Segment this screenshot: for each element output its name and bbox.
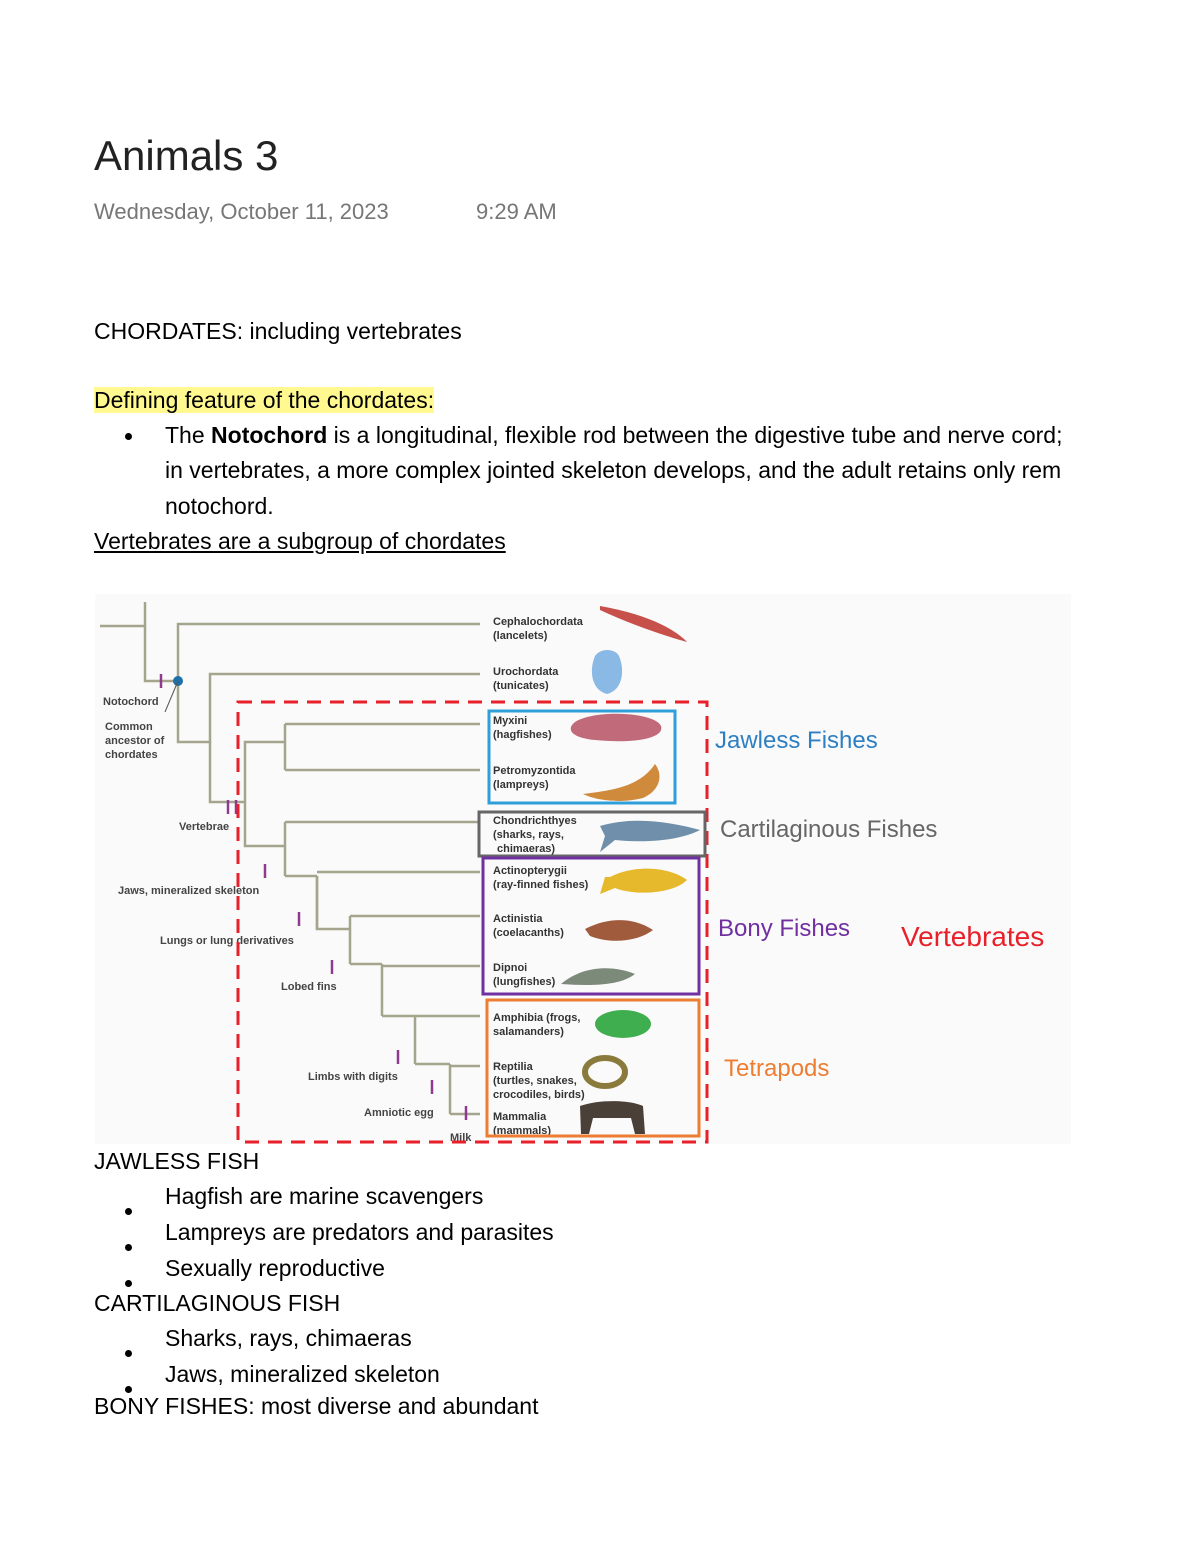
notochord-bullet-line3: notochord.	[165, 493, 274, 519]
jawless-fishes-box	[487, 709, 677, 805]
taxon-reptilia-common-1: (turtles, snakes,	[493, 1075, 577, 1087]
taxon-chondrichthyes: Chondrichthyes	[493, 815, 577, 827]
taxon-actinistia: Actinistia	[493, 913, 543, 925]
trait-label-lobed-fins: Lobed fins	[281, 981, 337, 993]
taxon-petromyzontida: Petromyzontida	[493, 765, 576, 777]
vertebrates-note: Vertebrates are a subgroup of chordates	[94, 528, 506, 554]
bony-fishes-box	[481, 856, 701, 996]
taxon-actinistia-common: (coelacanths)	[493, 927, 564, 939]
trait-label-notochord: Notochord	[103, 696, 159, 708]
taxon-mammalia: Mammalia	[493, 1111, 547, 1123]
list-item: Hagfish are marine scavengers	[165, 1183, 484, 1209]
trait-label-lungs: Lungs or lung derivatives	[160, 935, 294, 947]
page-time: 9:29 AM	[476, 199, 557, 224]
bullet-icon	[125, 1208, 132, 1215]
trait-label-ancestor-3: chordates	[105, 749, 158, 761]
trait-label-amniotic-egg: Amniotic egg	[364, 1107, 434, 1119]
taxon-actinopterygii-common: (ray-finned fishes)	[493, 879, 589, 891]
notochord-bullet-line1: The Notochord is a longitudinal, flexibl…	[165, 422, 1063, 448]
lancelet-icon	[600, 606, 687, 642]
taxon-mammalia-common: (mammals)	[493, 1125, 551, 1137]
taxon-urochordata-common: (tunicates)	[493, 680, 549, 692]
snake-icon	[582, 1055, 628, 1089]
shark-icon	[600, 820, 700, 852]
cartilaginous-fishes-box	[477, 810, 707, 858]
taxon-dipnoi-common: (lungfishes)	[493, 976, 556, 988]
taxon-chondrichthyes-common-1: (sharks, rays,	[493, 829, 564, 841]
trait-marks	[159, 674, 468, 1120]
taxon-reptilia-common-2: crocodiles, birds)	[493, 1089, 585, 1101]
taxon-actinopterygii: Actinopterygii	[493, 865, 567, 877]
trait-label-ancestor-2: ancestor of	[105, 735, 165, 747]
list-item: Sexually reproductive	[165, 1255, 385, 1281]
jawless-heading: JAWLESS FISH	[94, 1148, 260, 1174]
taxon-petromyzontida-common: (lampreys)	[493, 779, 549, 791]
chordates-heading: CHORDATES: including vertebrates	[94, 318, 462, 344]
phylogeny-figure: Notochord Common ancestor of chordates V…	[95, 594, 1071, 1144]
tunicate-icon	[591, 650, 623, 694]
list-item: Lampreys are predators and parasites	[165, 1219, 554, 1245]
wildebeest-icon	[580, 1101, 645, 1134]
coelacanth-icon	[585, 920, 653, 941]
hagfish-icon	[570, 713, 662, 742]
bullet-icon	[125, 1350, 132, 1357]
animal-illustrations	[561, 606, 700, 1134]
trait-labels: Notochord Common ancestor of chordates V…	[103, 696, 472, 1144]
ray-finned-fish-icon	[600, 868, 687, 894]
bullet-icon	[125, 433, 132, 440]
taxon-cephalochordata-common: (lancelets)	[493, 630, 548, 642]
taxon-urochordata: Urochordata	[493, 666, 559, 678]
page-date: Wednesday, October 11, 2023	[94, 199, 389, 224]
defining-feature-line: Defining feature of the chordates:	[94, 387, 435, 414]
trait-label-jaws: Jaws, mineralized skeleton	[118, 885, 260, 897]
trait-label-limbs: Limbs with digits	[308, 1071, 398, 1083]
lamprey-icon	[583, 764, 660, 801]
notochord-bullet-line2: in vertebrates, a more complex jointed s…	[165, 457, 1062, 483]
ancestor-pointer	[164, 680, 179, 713]
taxon-myxini: Myxini	[493, 715, 527, 727]
chordate-phylogeny-diagram: Notochord Common ancestor of chordates V…	[100, 602, 1044, 1144]
notochord-term: Notochord	[211, 422, 328, 448]
tetrapods-box	[485, 998, 701, 1138]
trait-label-ancestor-1: Common	[105, 721, 153, 733]
tree-branches	[100, 602, 480, 1116]
frog-icon	[595, 1010, 651, 1038]
taxon-chondrichthyes-common-2: chimaeras)	[497, 843, 555, 855]
cartilaginous-fishes-label: Cartilaginous Fishes	[720, 816, 937, 843]
taxon-reptilia: Reptilia	[493, 1061, 534, 1073]
highlighted-text: Defining feature of the chordates:	[94, 387, 435, 413]
lungfish-icon	[561, 968, 635, 985]
tetrapods-label: Tetrapods	[724, 1055, 829, 1082]
bony-heading: BONY FISHES: most diverse and abundant	[94, 1393, 539, 1419]
vertebrates-label: Vertebrates	[901, 921, 1044, 952]
taxon-amphibia: Amphibia (frogs,	[493, 1012, 580, 1024]
bullet-icon	[125, 1280, 132, 1287]
trait-label-vertebrae: Vertebrae	[179, 821, 229, 833]
bullet-icon	[125, 1244, 132, 1251]
taxa-labels: Cephalochordata (lancelets) Urochordata …	[493, 616, 589, 1137]
taxon-dipnoi: Dipnoi	[493, 962, 527, 974]
list-item: Sharks, rays, chimaeras	[165, 1325, 412, 1351]
page-title: Animals 3	[94, 132, 279, 179]
taxon-cephalochordata: Cephalochordata	[493, 616, 584, 628]
list-item: Jaws, mineralized skeleton	[165, 1361, 440, 1387]
taxon-amphibia-common: salamanders)	[493, 1026, 564, 1038]
jawless-fishes-label: Jawless Fishes	[715, 727, 878, 754]
bony-fishes-label: Bony Fishes	[718, 915, 850, 942]
vertebrates-box	[236, 700, 709, 1144]
taxon-myxini-common: (hagfishes)	[493, 729, 552, 741]
cartilaginous-heading: CARTILAGINOUS FISH	[94, 1290, 341, 1316]
bullet-icon	[125, 1386, 132, 1393]
